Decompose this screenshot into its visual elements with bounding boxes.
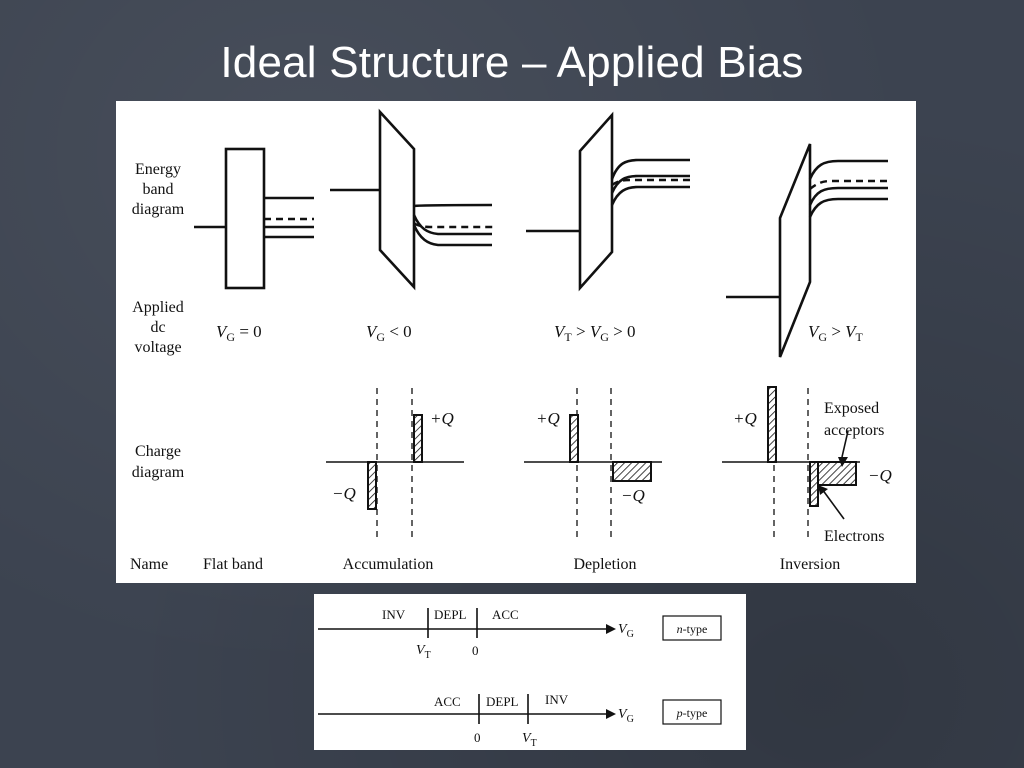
svg-text:dc: dc bbox=[150, 319, 165, 336]
charge-label-minus-q: −Q bbox=[621, 486, 645, 505]
svg-text:band: band bbox=[142, 181, 173, 198]
voltage-label-depletion: VT > VG > 0 bbox=[554, 322, 635, 344]
svg-text:Charge: Charge bbox=[135, 443, 181, 460]
region-acc: ACC bbox=[434, 694, 461, 709]
row-label-name: Name bbox=[130, 556, 168, 573]
svg-text:diagram: diagram bbox=[132, 201, 185, 218]
name-depletion: Depletion bbox=[573, 556, 636, 573]
row-label-energy: Energy band diagram bbox=[132, 161, 185, 218]
row-label-voltage: Applied dc voltage bbox=[132, 299, 184, 356]
band-diagram-inversion bbox=[726, 143, 890, 358]
svg-text:Energy: Energy bbox=[135, 161, 181, 178]
label-electrons: Electrons bbox=[824, 528, 884, 545]
charge-label-minus-q: −Q bbox=[868, 466, 892, 485]
voltage-label-inversion: VG > VT bbox=[808, 322, 864, 344]
name-flat-band: Flat band bbox=[203, 556, 263, 573]
svg-text:Applied: Applied bbox=[132, 299, 184, 316]
tick-vt: VT bbox=[416, 643, 431, 661]
tick-vt: VT bbox=[522, 731, 537, 749]
slide-title: Ideal Structure – Applied Bias bbox=[220, 38, 804, 87]
name-accumulation: Accumulation bbox=[343, 556, 434, 573]
region-depl: DEPL bbox=[486, 694, 519, 709]
svg-text:voltage: voltage bbox=[134, 339, 181, 356]
region-inv: INV bbox=[545, 692, 569, 707]
region-inv: INV bbox=[382, 607, 406, 622]
band-diagram-flat-band bbox=[194, 147, 314, 290]
charge-label-plus-q: +Q bbox=[536, 409, 560, 428]
name-inversion: Inversion bbox=[780, 556, 840, 573]
type-label-n: n-type bbox=[677, 622, 708, 636]
region-depl: DEPL bbox=[434, 607, 467, 622]
bias-axes-panel: INV DEPL ACC VT 0 VG n-type ACC DEPL INV… bbox=[314, 594, 746, 750]
charge-label-plus-q: +Q bbox=[430, 409, 454, 428]
charge-diagram-depletion: +Q −Q bbox=[524, 388, 662, 539]
tick-zero: 0 bbox=[474, 730, 481, 745]
voltage-label-accumulation: VG < 0 bbox=[366, 322, 412, 344]
p-type-axis: ACC DEPL INV 0 VT VG p-type bbox=[318, 692, 722, 749]
label-acceptors: acceptors bbox=[824, 422, 884, 439]
row-label-charge: Charge diagram bbox=[132, 443, 185, 481]
charge-diagram-inversion: +Q −Q Exposed acceptors Electrons bbox=[722, 386, 892, 545]
mos-bias-diagram: Energy band diagram Applied dc voltage C… bbox=[130, 108, 892, 573]
band-diagram-accumulation bbox=[330, 108, 494, 291]
label-exposed: Exposed bbox=[824, 400, 879, 417]
band-diagram-depletion bbox=[526, 111, 690, 292]
n-type-axis: INV DEPL ACC VT 0 VG n-type bbox=[318, 607, 722, 661]
type-label-p: p-type bbox=[676, 706, 708, 720]
charge-label-plus-q: +Q bbox=[733, 409, 757, 428]
bias-axes: INV DEPL ACC VT 0 VG n-type ACC DEPL INV… bbox=[318, 607, 722, 749]
tick-zero: 0 bbox=[472, 643, 479, 658]
axis-label-vg: VG bbox=[618, 707, 634, 725]
charge-diagram-accumulation: +Q −Q bbox=[326, 388, 464, 539]
voltage-label-flat-band: VG = 0 bbox=[216, 322, 262, 344]
charge-label-minus-q: −Q bbox=[332, 484, 356, 503]
axis-label-vg: VG bbox=[618, 622, 634, 640]
mos-bias-diagram-panel: Energy band diagram Applied dc voltage C… bbox=[116, 101, 916, 583]
region-acc: ACC bbox=[492, 607, 519, 622]
svg-text:diagram: diagram bbox=[132, 464, 185, 481]
